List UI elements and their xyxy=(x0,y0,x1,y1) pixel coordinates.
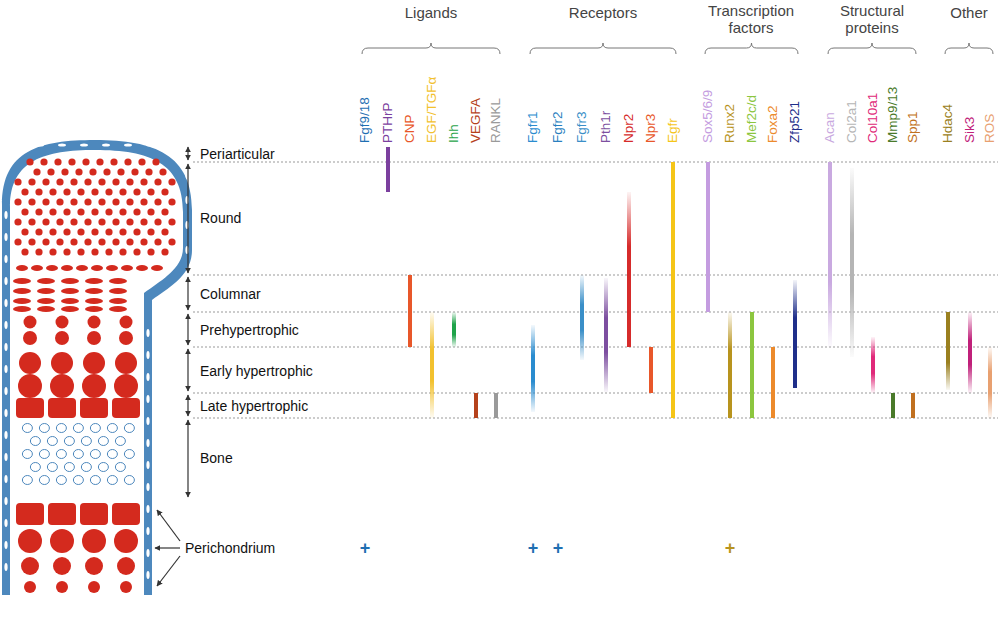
expression-bar xyxy=(580,275,584,360)
group-heading: Structural proteins xyxy=(822,2,922,36)
zone-label: Perichondrium xyxy=(185,540,275,556)
gene-label: Fgfr3 xyxy=(574,111,590,143)
expression-bar xyxy=(891,393,895,418)
gene-label: ROS xyxy=(982,114,998,143)
expression-bar xyxy=(911,393,915,418)
group-heading: Transcription factors xyxy=(696,2,806,36)
expression-bar xyxy=(649,347,653,393)
bone-illustration xyxy=(2,140,192,595)
zone-guides xyxy=(155,43,998,586)
expression-bar xyxy=(771,347,775,418)
zone-label: Periarticular xyxy=(200,146,275,162)
gene-label: Acan xyxy=(822,112,838,143)
gene-label: Foxa2 xyxy=(765,105,781,143)
expression-bar xyxy=(968,312,972,393)
gene-label: Egfr xyxy=(665,118,681,143)
gene-label: Col2a1 xyxy=(844,100,860,143)
expression-bar xyxy=(386,147,390,192)
expression-bar xyxy=(728,312,732,418)
perichondrium-marker: + xyxy=(553,539,564,557)
expression-bar xyxy=(531,325,535,412)
zone-label: Late hypertrophic xyxy=(200,398,308,414)
perichondrium-marker: + xyxy=(528,539,539,557)
gene-label: Npr2 xyxy=(621,114,637,143)
gene-label: Runx2 xyxy=(722,104,738,143)
expression-bar xyxy=(988,347,992,418)
expression-bar xyxy=(850,168,854,357)
gene-label: Npr3 xyxy=(643,114,659,143)
expression-bar xyxy=(474,393,478,418)
gene-label: Ihh xyxy=(446,124,462,143)
expression-bars xyxy=(386,147,992,418)
gene-label: Fgf9/18 xyxy=(357,97,373,143)
zone-label: Round xyxy=(200,210,241,226)
zone-label: Bone xyxy=(200,450,233,466)
gene-label: Mmp9/13 xyxy=(885,87,901,143)
gene-label: Zfp521 xyxy=(787,101,803,143)
gene-label: VEGFA xyxy=(468,98,484,143)
expression-bar xyxy=(408,275,412,347)
gene-label: Pth1r xyxy=(598,111,614,143)
gene-label: EGF/TGFα xyxy=(424,77,440,143)
gene-label: Fgfr2 xyxy=(550,111,566,143)
expression-bar xyxy=(871,337,875,393)
expression-bar xyxy=(430,312,434,418)
gene-label: CNP xyxy=(402,114,418,143)
expression-bar xyxy=(494,393,498,418)
zone-label: Early hypertrophic xyxy=(200,363,313,379)
zone-label: Prehypertrophic xyxy=(200,322,299,338)
expression-bar xyxy=(793,280,797,388)
gene-label: Mef2c/d xyxy=(744,95,760,143)
group-heading: Ligands xyxy=(371,4,491,21)
perichondrium-outline xyxy=(2,140,192,595)
zone-label: Columnar xyxy=(200,286,261,302)
group-heading: Other xyxy=(939,4,999,21)
expression-bar xyxy=(671,162,675,418)
gene-label: PTHrP xyxy=(380,103,396,144)
perichondrium-marker: + xyxy=(725,539,736,557)
expression-bar xyxy=(946,312,950,390)
gene-label: Fgfr1 xyxy=(525,111,541,143)
expression-bar xyxy=(452,312,456,347)
expression-bar xyxy=(706,162,710,312)
gene-label: RANKL xyxy=(488,98,504,143)
cartilage-interior xyxy=(10,150,183,595)
gene-label: Spp1 xyxy=(905,111,921,143)
expression-bar xyxy=(828,162,832,347)
expression-bar xyxy=(627,192,631,347)
gene-label: Sox5/6/9 xyxy=(700,90,716,143)
chondrocytes xyxy=(13,158,176,593)
expression-bar xyxy=(604,278,608,392)
group-heading: Receptors xyxy=(543,4,663,21)
perichondrial-cells xyxy=(4,143,188,579)
gene-label: Col10a1 xyxy=(865,93,881,143)
expression-bar xyxy=(750,312,754,418)
gene-label: Hdac4 xyxy=(940,104,956,143)
perichondrium-marker: + xyxy=(360,539,371,557)
gene-label: Sik3 xyxy=(962,117,978,143)
